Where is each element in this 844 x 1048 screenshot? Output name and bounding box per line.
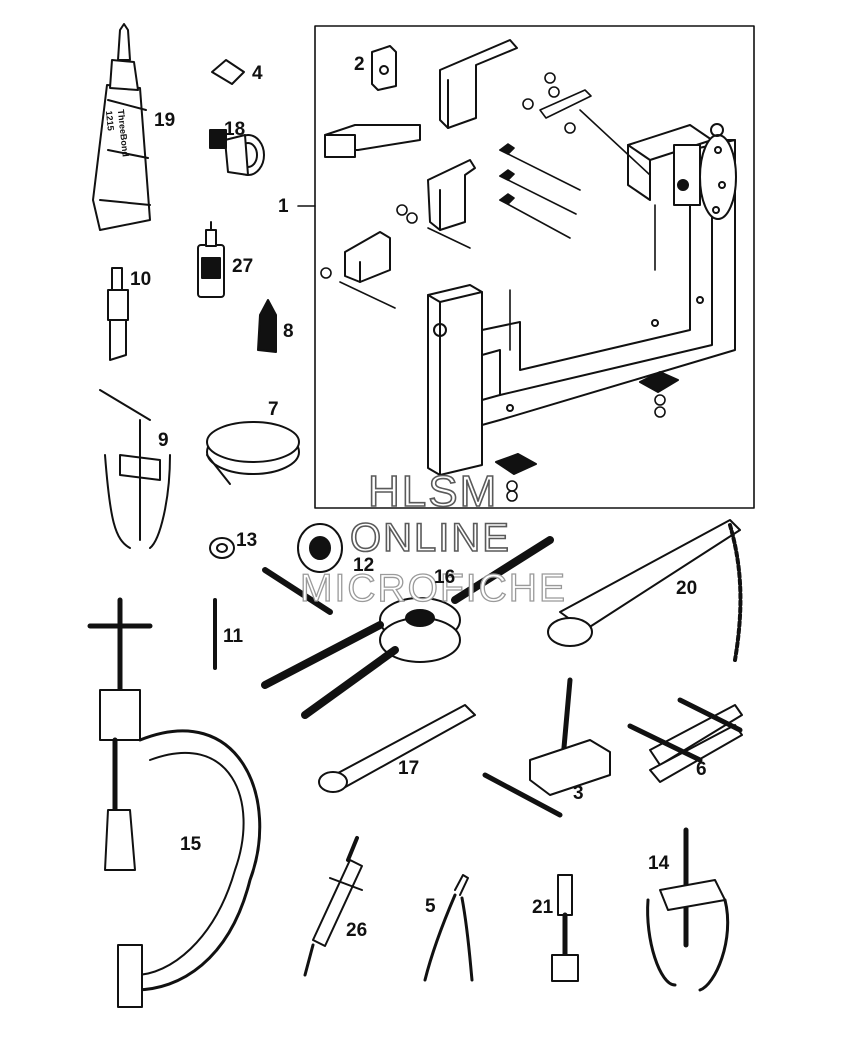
item-8-brush — [257, 299, 277, 353]
callout-8: 8 — [283, 321, 294, 342]
callout-3: 3 — [573, 783, 584, 804]
callout-20: 20 — [676, 578, 698, 599]
callout-27: 27 — [232, 256, 254, 277]
item-18-adapter — [209, 129, 265, 176]
callout-12: 12 — [353, 555, 375, 576]
item-7-ring — [206, 421, 300, 485]
callout-18: 18 — [224, 119, 246, 140]
callout-13: 13 — [236, 530, 258, 551]
callout-6: 6 — [696, 759, 707, 780]
engine-stand-illustration — [320, 39, 737, 502]
item-3-chain-tool — [482, 677, 611, 818]
callout-16: 16 — [434, 567, 456, 588]
callout-2: 2 — [354, 54, 365, 75]
item-17-holder — [318, 704, 476, 793]
item-16-holder — [261, 536, 554, 719]
item-5-pliers — [423, 874, 474, 982]
callout-21: 21 — [532, 897, 554, 918]
item-21-socket-tool — [551, 874, 579, 982]
callout-5: 5 — [425, 896, 436, 917]
item-4-cone — [211, 59, 245, 85]
callout-9: 9 — [158, 430, 169, 451]
callout-17: 17 — [398, 758, 420, 779]
watermark-line-2: ONLINE — [349, 516, 511, 560]
sealant-tube-illustration — [92, 23, 151, 231]
item-10-puller — [107, 267, 129, 361]
callout-26: 26 — [346, 920, 368, 941]
watermark-line-1: HLSM — [367, 467, 499, 516]
item-27-bottle — [197, 221, 225, 298]
stand-bolts — [320, 72, 666, 502]
callout-19: 19 — [154, 110, 176, 131]
callout-14: 14 — [648, 853, 670, 874]
item-20-chain-wrench — [547, 519, 743, 662]
callout-4: 4 — [252, 63, 263, 84]
callout-11: 11 — [223, 626, 244, 647]
callout-7: 7 — [268, 399, 279, 420]
callout-10: 10 — [130, 269, 152, 290]
callout-15: 15 — [180, 834, 202, 855]
item-26-syringe — [303, 836, 363, 977]
callout-1: 1 — [278, 196, 289, 217]
item-12-bearing — [297, 523, 343, 573]
item-6-puller — [627, 697, 743, 783]
engine-stand-frame-box — [314, 25, 755, 509]
watermark-line-3: MICROFICHE — [299, 567, 567, 610]
item-13-cap — [209, 537, 235, 559]
item-14-puller — [646, 827, 730, 992]
item-9-puller — [99, 389, 171, 549]
item-15-valve-spring-compressor — [87, 597, 262, 1008]
